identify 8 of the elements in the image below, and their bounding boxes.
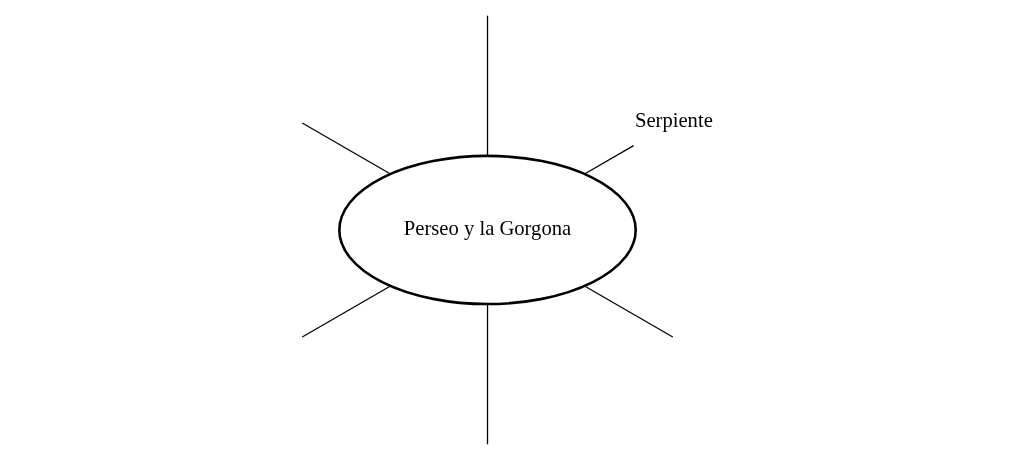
connector <box>583 284 674 338</box>
connector <box>301 121 392 175</box>
connector <box>301 284 392 338</box>
node-text: Serpiente <box>634 108 713 131</box>
connector <box>583 144 635 175</box>
connector <box>486 14 489 156</box>
connector <box>486 303 489 445</box>
node-ellipse: Perseo y la Gorgona <box>338 154 637 305</box>
